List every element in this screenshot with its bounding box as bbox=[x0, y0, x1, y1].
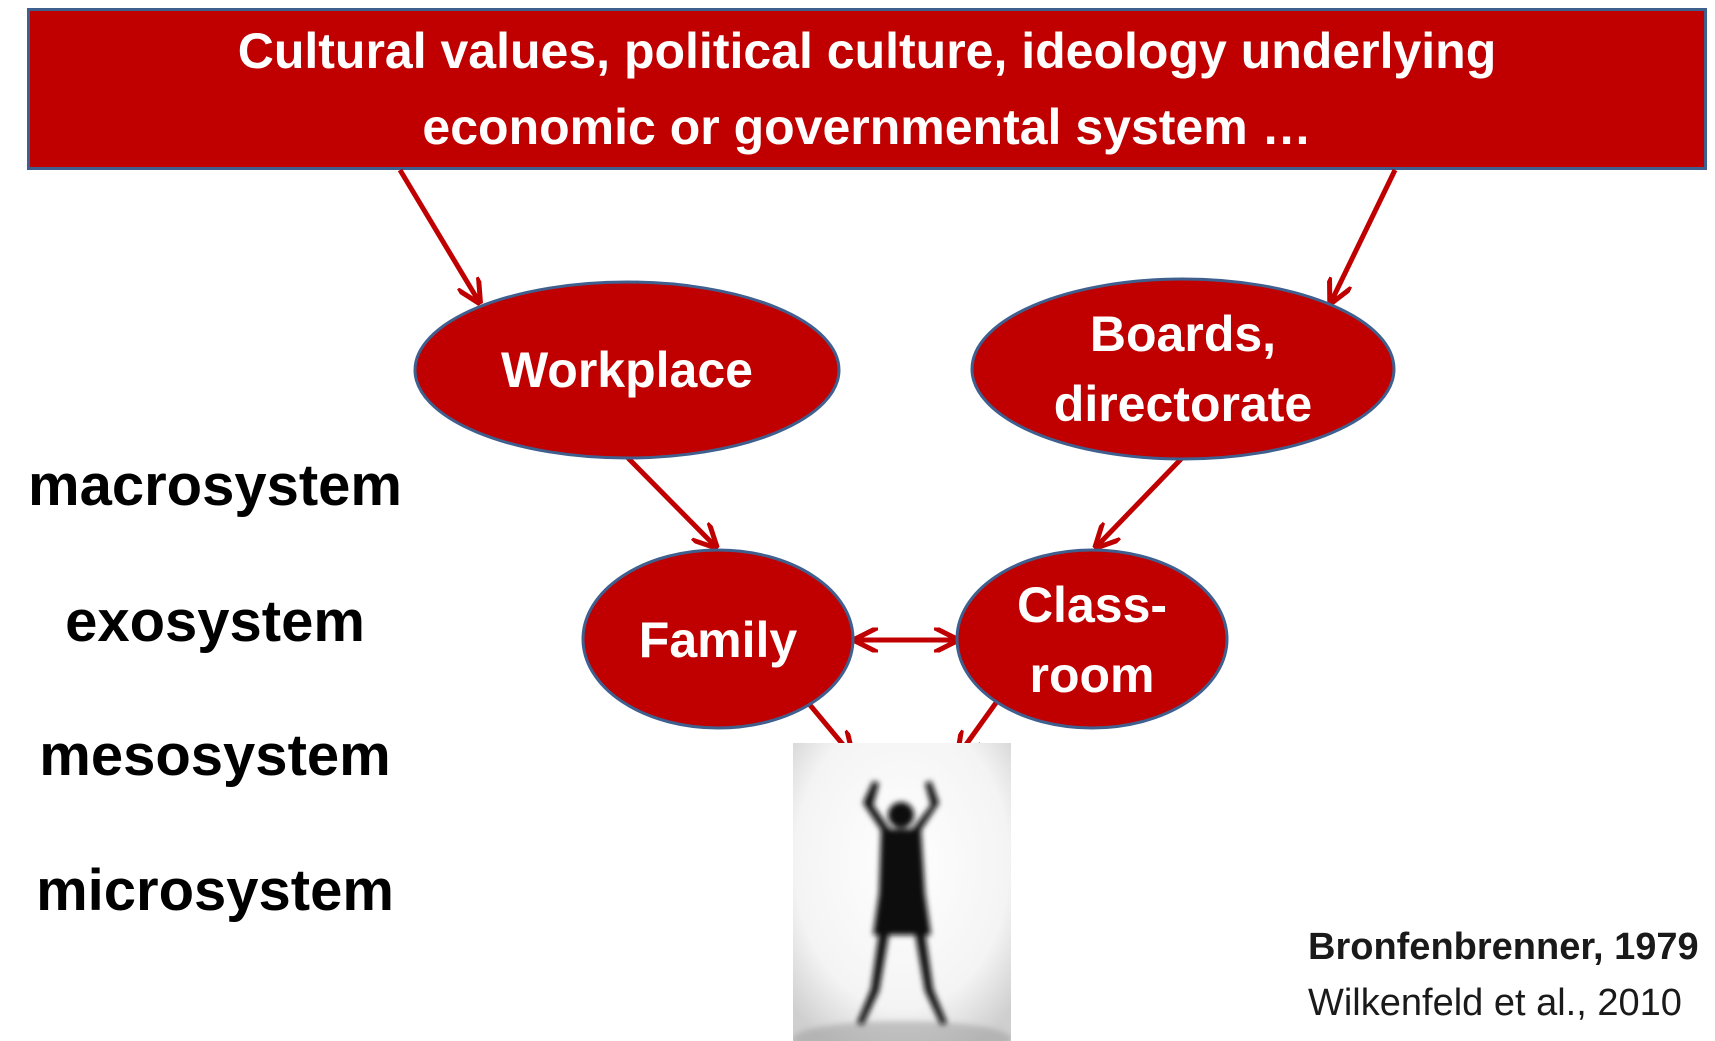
node-family-label: Family bbox=[638, 612, 798, 668]
arrow-workplace-to-family bbox=[626, 456, 714, 545]
node-classroom-line-1: Class- bbox=[1016, 577, 1168, 633]
arrow-macro-to-workplace bbox=[397, 168, 478, 300]
top-box-line-2: economic or governmental system … bbox=[422, 99, 1312, 155]
arrow-boards-to-classroom bbox=[1098, 456, 1184, 545]
arrow-macro-to-boards bbox=[1332, 168, 1398, 300]
level-exosystem: exosystem bbox=[65, 589, 365, 654]
node-workplace: Workplace bbox=[415, 320, 839, 420]
ellipse-workplace bbox=[413, 280, 841, 460]
node-classroom: Class- room bbox=[957, 565, 1227, 715]
node-boards: Boards, directorate bbox=[972, 294, 1394, 444]
node-classroom-line-2: room bbox=[1029, 647, 1155, 703]
person-silhouette-icon bbox=[793, 743, 1011, 1041]
person-photo bbox=[793, 743, 1011, 1041]
citation-primary: Bronfenbrenner, 1979 bbox=[1308, 926, 1699, 968]
citation-secondary: Wilkenfeld et al., 2010 bbox=[1308, 982, 1682, 1024]
node-boards-line-2: directorate bbox=[1053, 376, 1313, 432]
ellipse-classroom bbox=[955, 548, 1229, 730]
level-macrosystem: macrosystem bbox=[28, 453, 402, 518]
top-box-cultural-values: Cultural values, political culture, ideo… bbox=[27, 8, 1707, 170]
node-boards-line-1: Boards, bbox=[1089, 306, 1277, 362]
level-mesosystem: mesosystem bbox=[39, 723, 391, 788]
node-workplace-label: Workplace bbox=[501, 342, 753, 398]
node-family: Family bbox=[583, 590, 853, 690]
level-microsystem: microsystem bbox=[36, 858, 394, 923]
top-box-line-1: Cultural values, political culture, ideo… bbox=[237, 23, 1497, 79]
ellipse-family bbox=[581, 548, 855, 730]
ellipse-boards bbox=[970, 277, 1396, 461]
